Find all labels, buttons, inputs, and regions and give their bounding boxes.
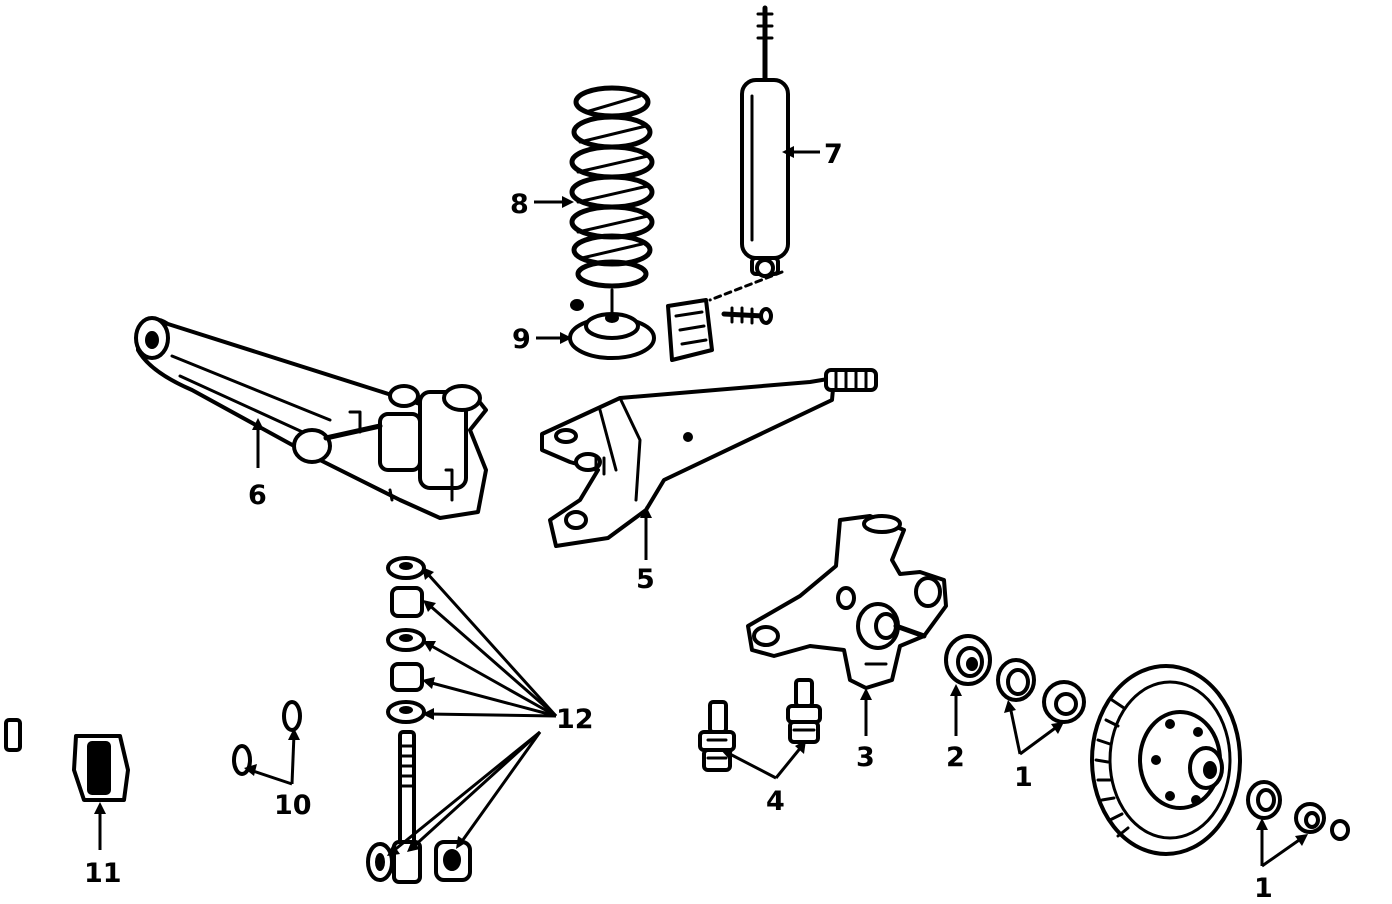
callout-1-upper: 1	[1014, 762, 1033, 793]
callout-11: 11	[84, 858, 122, 889]
stabilizer-bar	[2, 632, 408, 781]
grease-seal	[944, 634, 992, 686]
brake-rotor	[1090, 664, 1242, 856]
leader-lines	[94, 146, 1308, 868]
callout-12: 12	[556, 704, 594, 735]
upper-control-arm	[134, 316, 488, 520]
steering-knuckle	[746, 514, 948, 690]
shock-absorber	[708, 5, 790, 302]
callout-8: 8	[510, 189, 529, 220]
callout-1-lower: 1	[1254, 873, 1273, 904]
callout-10: 10	[274, 790, 312, 821]
callout-2: 2	[946, 742, 965, 773]
coil-spring	[569, 85, 655, 314]
ball-joint-right	[786, 678, 822, 744]
callout-5: 5	[636, 564, 655, 595]
callout-3: 3	[856, 742, 875, 773]
stabilizer-bushing	[72, 734, 130, 802]
outer-bearing	[1246, 780, 1282, 820]
callout-4: 4	[766, 786, 785, 817]
lower-control-arm	[540, 368, 878, 548]
spindle-nut	[1294, 802, 1350, 841]
callout-9: 9	[512, 324, 531, 355]
callout-labels: 1 1 2 3 4 5 6 7 8 9 10 11 12	[84, 139, 1273, 904]
callout-6: 6	[248, 480, 267, 511]
spring-insulator	[568, 299, 656, 360]
inner-bearing	[996, 658, 1036, 702]
inner-race	[1042, 680, 1086, 724]
ball-joint-left	[698, 700, 736, 772]
stabilizer-link-kit	[366, 556, 472, 884]
shock-bracket	[666, 298, 773, 362]
callout-7: 7	[824, 139, 843, 170]
